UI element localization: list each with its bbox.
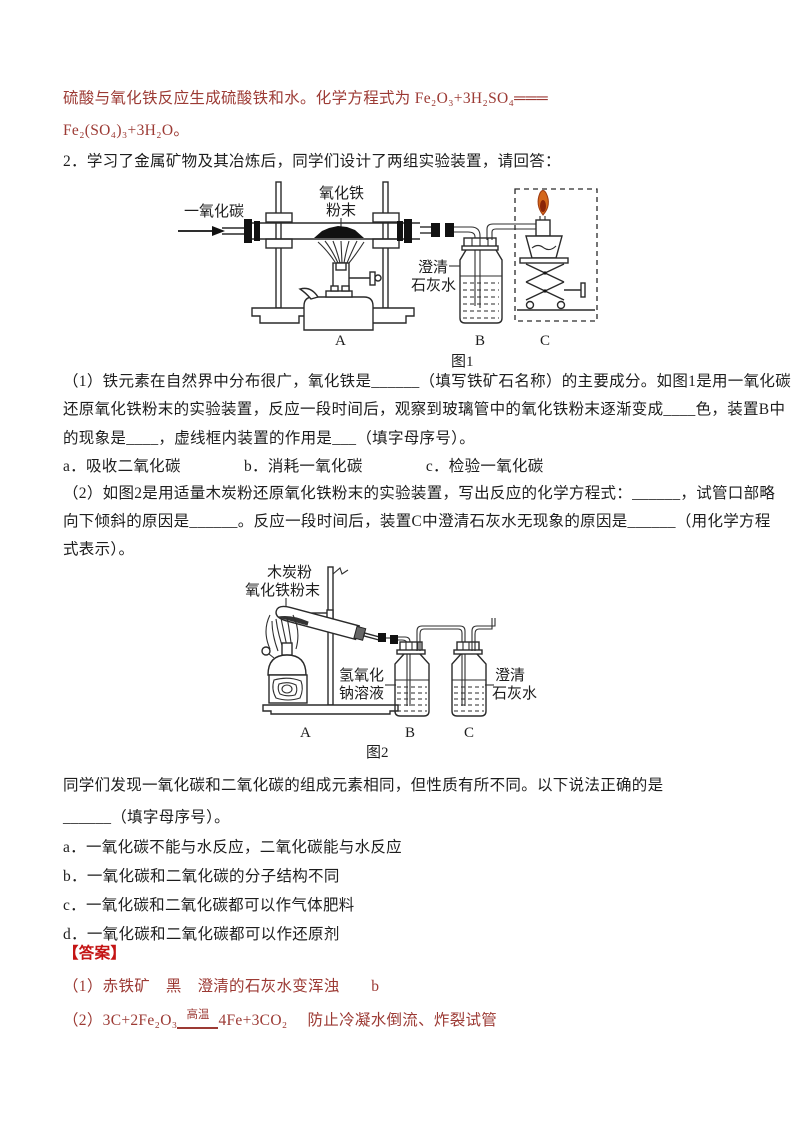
discussion-line-1: 同学们发现一氧化碳和二氧化碳的组成元素相同，但性质有所不同。以下说法正确的是: [63, 777, 664, 794]
fig2-bridge-tube: [416, 625, 466, 706]
fig2-naoh-label-1: 氢氧化: [339, 667, 384, 684]
fig1-label-c: C: [540, 333, 550, 349]
fig2-test-tube: [275, 605, 381, 641]
fig2-limewater-label-2: 石灰水: [492, 685, 537, 702]
fig1-powder-mound: [314, 226, 364, 238]
fig1-left-stand: [251, 181, 308, 324]
option-d: d．一氧化碳和二氧化碳都可以作还原剂: [63, 926, 340, 943]
fig2-label-c: C: [464, 725, 474, 741]
fig2-caption: 图2: [366, 744, 389, 761]
fig2-alcohol-lamp: [261, 642, 307, 676]
part1-line-1: （1）铁元素在自然界中分布很广，氧化铁是______（填写铁矿石名称）的主要成分…: [63, 373, 792, 390]
part1-options-abc: a．吸收二氧化碳 b．消耗一氧化碳 c．检验一氧化碳: [63, 458, 544, 475]
part2-line-1: （2）如图2是用适量木炭粉还原氧化铁粉末的实验装置，写出反应的化学方程式：___…: [63, 485, 776, 502]
option-a: a．一氧化碳不能与水反应，二氧化碳能与水反应: [63, 839, 402, 856]
option-b: b．一氧化碳和二氧化碳的分子结构不同: [63, 868, 340, 885]
part2-line-3: 式表示）。: [63, 541, 135, 558]
part1-line-2: 还原氧化铁粉末的实验装置，反应一段时间后，观察到玻璃管中的氧化铁粉末逐渐变成__…: [63, 401, 786, 418]
answer-1: （1）赤铁矿 黑 澄清的石灰水变浑浊 b: [63, 978, 380, 995]
answer-2-equation-left: （2）3C+2Fe₂O₃: [63, 1012, 178, 1029]
question-2-stem: 2．学习了金属矿物及其冶炼后，同学们设计了两组实验装置，请回答：: [63, 153, 561, 170]
fig2-bottle-b: [394, 641, 430, 717]
answer-header: 【答案】: [63, 945, 127, 962]
fig1-flames: [317, 240, 365, 264]
fig2-label-a: A: [300, 725, 311, 741]
intro-red-line-1: 硫酸与氧化铁反应生成硫酸铁和水。化学方程式为 Fe₂O₃+3H₂SO₄═══: [63, 90, 549, 107]
fig1-co-label: 一氧化碳: [184, 203, 244, 220]
fig2-wood-block: [268, 674, 308, 704]
fig1-caption: 图1: [451, 353, 474, 370]
fig1-bottle-b: [459, 223, 520, 324]
answer-2-equation-right: 4Fe+3CO₂ 防止冷凝水倒流、炸裂试管: [218, 1012, 498, 1029]
fig2-limewater-label-1: 澄清: [495, 667, 525, 684]
fig1-connecting-tube: [420, 223, 481, 308]
part1-line-3: 的现象是____，虚线框内装置的作用是___（填字母序号）。: [63, 430, 476, 447]
intro-red-line-2: Fe₂(SO₄)₃+3H₂O。: [63, 122, 190, 139]
fig2-feo-label: 氧化铁粉末: [245, 582, 320, 599]
figure-2-apparatus-diagram: 木炭粉 氧化铁粉末: [245, 564, 537, 761]
fig1-glass-tube: [222, 219, 420, 243]
fig1-feo-label-1: 氧化铁: [319, 185, 364, 202]
fig1-label-a: A: [335, 333, 346, 349]
fig1-blast-lamp: [298, 262, 382, 331]
fig2-charcoal-label: 木炭粉: [267, 564, 312, 581]
fig2-naoh-label-2: 钠溶液: [339, 685, 384, 702]
fig1-label-b: B: [475, 333, 485, 349]
fig1-co-inlet-arrow: [178, 226, 225, 236]
fig2-bottle-c: [451, 618, 496, 717]
part2-line-2: 向下倾斜的原因是______。反应一段时间后，装置C中澄清石灰水无现象的原因是_…: [63, 513, 771, 530]
fig1-feo-label-2: 粉末: [326, 202, 356, 219]
option-c: c．一氧化碳和二氧化碳都可以作气体肥料: [63, 897, 355, 914]
fig1-scissor-jack-stand: [517, 219, 595, 311]
fig1-limewater-label-1: 澄清: [418, 259, 448, 276]
figure-1-apparatus-diagram: 一氧化碳 氧化铁 粉末: [178, 181, 598, 370]
discussion-line-2: ______（填字母序号）。: [63, 809, 230, 826]
fig2-label-b: B: [405, 725, 415, 741]
fig1-burning-flame: [537, 190, 549, 216]
fig1-dashed-box: [514, 188, 598, 322]
fig1-limewater-label-2: 石灰水: [411, 277, 456, 294]
answer-2-condition: 高温: [177, 1004, 219, 1029]
